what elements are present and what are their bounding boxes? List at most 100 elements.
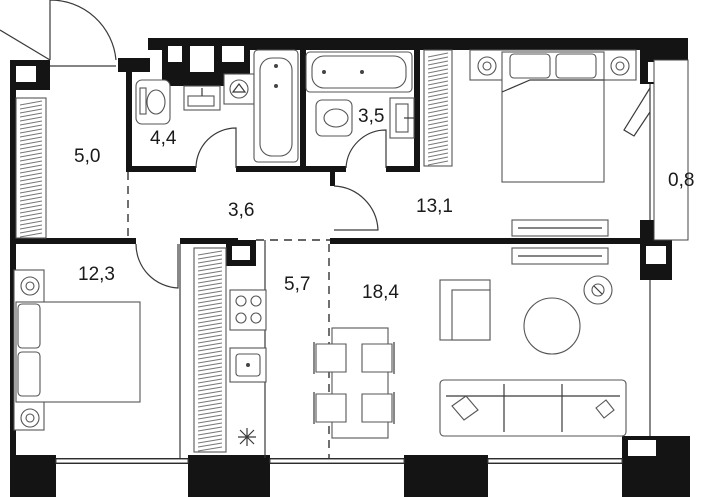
wall-left — [10, 88, 16, 468]
wardrobe-hatch-line — [427, 76, 449, 82]
wardrobe-hatch-line — [427, 56, 449, 62]
wardrobe-hatch-line — [197, 350, 223, 356]
wardrobe-hatch-line — [427, 144, 449, 150]
wardrobe-hatch-line — [427, 92, 449, 98]
wardrobe-hatch-line — [197, 266, 223, 272]
wardrobe-hatch-line — [197, 414, 223, 420]
entrance-door-swing — [49, 0, 117, 61]
area-label-bathroom: 3,5 — [358, 106, 384, 127]
wardrobe-hatch-line — [427, 124, 449, 130]
wardrobe-hatch-line — [197, 346, 223, 352]
wall-bed-bottom — [330, 238, 646, 244]
wardrobe-hatch-line — [427, 80, 449, 86]
wardrobe-hatch-line — [197, 342, 223, 348]
wardrobe-hatch-line — [19, 156, 43, 162]
toilet-icon — [135, 79, 171, 125]
openings — [0, 0, 689, 436]
wardrobe-hatch-line — [197, 250, 223, 256]
wall-bath-right — [414, 48, 420, 172]
round-table-icon — [523, 297, 581, 355]
wardrobe-hatch-line — [19, 224, 43, 230]
wardrobe-hatch-line — [197, 370, 223, 376]
wardrobe-hatch-line — [19, 164, 43, 170]
wardrobe-hatch-line — [19, 120, 43, 126]
wardrobe-hatch-line — [19, 204, 43, 210]
wardrobe-hatch-line — [197, 354, 223, 360]
wardrobe-hatch-line — [197, 394, 223, 400]
wardrobe-hatch-line — [427, 160, 449, 166]
area-label-bedroom-main: 13,1 — [416, 196, 453, 217]
wardrobe-hatch-line — [197, 322, 223, 328]
wardrobe-hatch-line — [197, 278, 223, 284]
bed-icon — [13, 269, 141, 431]
sink-icon — [389, 97, 415, 139]
balcony-frame — [653, 59, 689, 241]
wardrobe-hatch-line — [19, 172, 43, 178]
wardrobe-hatch-line — [197, 374, 223, 380]
wardrobe-hatch-line — [197, 318, 223, 324]
wardrobe-hatch-line — [427, 120, 449, 126]
wardrobe-hatch-line — [427, 136, 449, 142]
wall-hall-bottom-2 — [180, 238, 238, 244]
wall-top — [148, 38, 660, 50]
door-bedroom-main — [333, 185, 379, 231]
wardrobe-hatch-line — [197, 294, 223, 300]
wardrobe-hatch-line — [427, 60, 449, 66]
wardrobe-hatch-line — [427, 72, 449, 78]
wardrobe-hatch-line — [427, 116, 449, 122]
area-label-living: 18,4 — [362, 282, 399, 303]
wardrobe-hatch-line — [197, 386, 223, 392]
wardrobe-hatch-line — [19, 100, 43, 106]
wardrobe-hatch-line — [197, 306, 223, 312]
wardrobe-hatch-line — [427, 52, 449, 58]
wardrobe-hatch-line — [19, 108, 43, 114]
floor-lamp-icon — [583, 275, 613, 305]
wardrobe-hatch-line — [197, 366, 223, 372]
wardrobe-hatch-line — [19, 216, 43, 222]
wardrobe-hatch-line — [19, 116, 43, 122]
wardrobe-hatch-line — [19, 112, 43, 118]
wardrobe-hatch-line — [197, 410, 223, 416]
wardrobe-hatch-line — [19, 132, 43, 138]
wardrobe-hatch-line — [19, 212, 43, 218]
wall-bath-bottom — [300, 166, 346, 172]
wall-bed-left — [330, 172, 335, 186]
wardrobe-hatch-line — [197, 326, 223, 332]
wardrobe-hatch-line — [197, 298, 223, 304]
wardrobe-hatch-line — [197, 362, 223, 368]
wardrobe-hatch-line — [427, 148, 449, 154]
fridge-icon — [238, 428, 256, 446]
wardrobe-hatch-line — [197, 262, 223, 268]
armchair-icon — [439, 279, 491, 341]
wardrobe-hatch-line — [427, 128, 449, 134]
wardrobe-hatch-line — [19, 136, 43, 142]
wardrobe-hatch-line — [19, 144, 43, 150]
wardrobe-hatch-line — [427, 64, 449, 70]
wardrobe-hatch-line — [19, 188, 43, 194]
bathtub-icon — [253, 49, 299, 163]
wardrobe-hatch-line — [19, 208, 43, 214]
area-label-wc: 4,4 — [150, 128, 177, 149]
wardrobe-hatch-line — [197, 254, 223, 260]
wardrobe-hatch-line — [427, 84, 449, 90]
wardrobe-hatch-line — [19, 104, 43, 110]
wall-wc-bath — [236, 166, 306, 172]
wardrobe-hatch-line — [197, 406, 223, 412]
wardrobe-hatch-line — [19, 180, 43, 186]
wardrobe-hatch-line — [19, 228, 43, 234]
door-bedroom-small — [135, 243, 179, 289]
wardrobe-hatch-line — [19, 220, 43, 226]
wardrobe-hatch-line — [197, 390, 223, 396]
bathtub-icon — [305, 51, 413, 93]
wardrobe-hatch-line — [19, 124, 43, 130]
wardrobe-hatch-line — [197, 398, 223, 404]
wardrobe-hatch-line — [197, 434, 223, 440]
wardrobe-hatch-line — [19, 128, 43, 134]
area-label-balcony: 0,8 — [668, 170, 694, 191]
area-label-kitchen: 5,7 — [284, 274, 310, 295]
wardrobe-hatch-line — [427, 112, 449, 118]
wall-wc-right — [300, 48, 306, 172]
wall-wc-left — [126, 70, 132, 172]
wardrobe-hatch-line — [19, 192, 43, 198]
wardrobe-hatch-line — [427, 108, 449, 114]
